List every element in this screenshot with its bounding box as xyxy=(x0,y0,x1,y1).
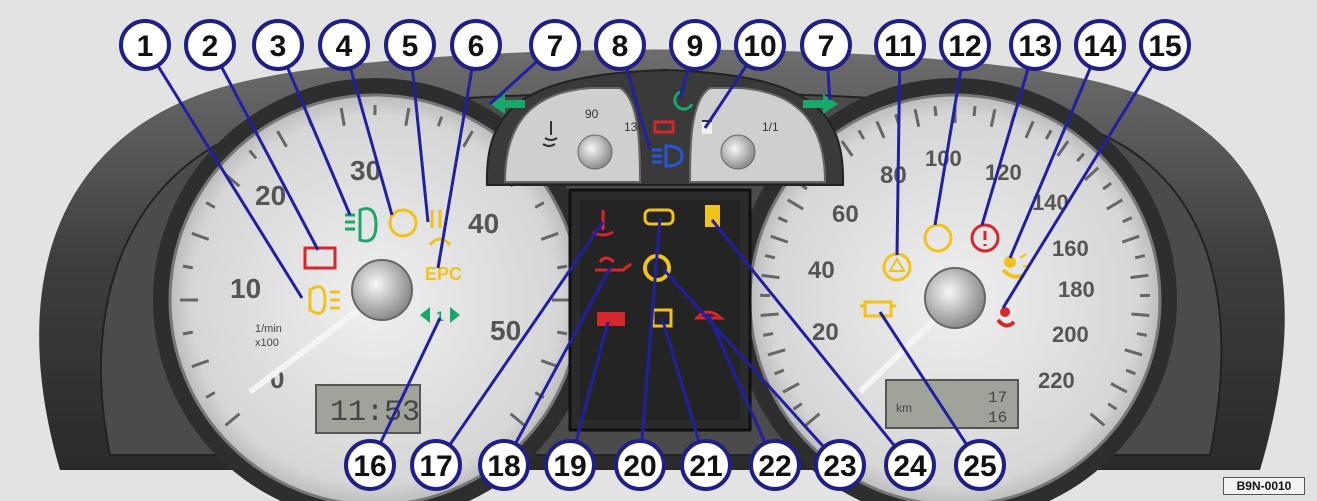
tach-label-20: 20 xyxy=(255,180,286,211)
callout-label: 11 xyxy=(884,30,916,63)
tach-label-50: 50 xyxy=(490,315,521,346)
callout-2: 2 xyxy=(186,21,234,69)
gauge-tick xyxy=(183,332,193,334)
callout-12: 12 xyxy=(941,21,989,69)
callout-22: 22 xyxy=(751,441,799,489)
callout-label: 21 xyxy=(689,450,722,483)
callout-7: 7 xyxy=(802,21,850,69)
gauge-tick xyxy=(183,266,193,268)
temp-hub xyxy=(578,135,612,169)
fuel-mark-full: 1/1 xyxy=(762,120,779,134)
callout-6: 6 xyxy=(452,21,500,69)
fuel-reserve-icon xyxy=(705,205,720,227)
callout-21: 21 xyxy=(682,441,730,489)
callout-label: 18 xyxy=(487,450,520,483)
callout-label: 19 xyxy=(553,450,586,483)
callout-label: 6 xyxy=(468,30,485,63)
speedo-hub xyxy=(925,268,985,328)
speedo-label-200: 200 xyxy=(1052,322,1089,347)
callout-label: 3 xyxy=(270,30,287,63)
temp-mark-90: 90 xyxy=(585,107,599,121)
callout-label: 24 xyxy=(893,450,927,483)
callout-10: 10 xyxy=(736,21,784,69)
callout-13: 13 xyxy=(1011,21,1059,69)
clock-text: 11:53 xyxy=(330,396,420,430)
washer-fluid-icon xyxy=(597,312,625,326)
callout-8: 8 xyxy=(596,21,644,69)
gauge-tick xyxy=(763,334,773,336)
callout-label: 22 xyxy=(758,450,791,483)
callout-label: 1 xyxy=(137,30,154,63)
callout-label: 5 xyxy=(402,30,419,63)
speedo-label-160: 160 xyxy=(1052,236,1089,261)
callout-25: 25 xyxy=(956,441,1004,489)
speedo-label-20: 20 xyxy=(812,319,839,346)
callout-label: 25 xyxy=(963,450,996,483)
odo-line2: 16 xyxy=(988,409,1007,427)
callout-18: 18 xyxy=(480,441,528,489)
callout-14: 14 xyxy=(1076,21,1124,69)
callout-label: 2 xyxy=(202,30,219,63)
callout-17: 17 xyxy=(412,441,460,489)
gauge-tick xyxy=(1131,314,1149,315)
callout-label: 17 xyxy=(419,450,452,483)
figure-code: B9N-0010 xyxy=(1223,477,1305,495)
gauge-tick xyxy=(557,266,567,268)
odo-line1: 17 xyxy=(988,389,1007,407)
callout-label: 14 xyxy=(1083,30,1117,63)
speedo-label-40: 40 xyxy=(808,257,835,284)
callout-label: 12 xyxy=(948,30,981,63)
callout-label: 13 xyxy=(1018,30,1051,63)
callout-11: 11 xyxy=(876,21,924,69)
odo-unit: km xyxy=(896,401,912,415)
tach-unit-line2: x100 xyxy=(255,337,279,349)
gauge-tick xyxy=(557,332,567,334)
speedo-label-80: 80 xyxy=(880,162,907,189)
gauge-tick xyxy=(1137,334,1147,336)
fuel-hub xyxy=(721,135,755,169)
callout-label: 15 xyxy=(1148,30,1181,63)
speedo-label-220: 220 xyxy=(1038,368,1075,393)
tach-unit-line1: 1/min xyxy=(255,323,282,335)
callout-label: 16 xyxy=(353,450,386,483)
speedo-label-120: 120 xyxy=(985,160,1022,185)
callout-label: 7 xyxy=(818,30,835,63)
speedo-label-60: 60 xyxy=(832,201,859,228)
callout-15: 15 xyxy=(1141,21,1189,69)
callout-24: 24 xyxy=(886,441,934,489)
callout-label: 4 xyxy=(336,30,353,63)
callout-label: 7 xyxy=(547,30,564,63)
callout-23: 23 xyxy=(816,441,864,489)
gauge-tick xyxy=(935,106,936,116)
callout-label: 9 xyxy=(687,30,704,63)
gauge-tick xyxy=(974,106,975,116)
callout-5: 5 xyxy=(386,21,434,69)
epc-lamp: EPC xyxy=(425,264,462,284)
callout-7: 7 xyxy=(531,21,579,69)
callout-9: 9 xyxy=(671,21,719,69)
callout-20: 20 xyxy=(616,441,664,489)
callout-label: 20 xyxy=(623,450,656,483)
tach-hub xyxy=(352,260,412,320)
callout-16: 16 xyxy=(346,441,394,489)
speedo-label-180: 180 xyxy=(1058,277,1095,302)
callout-1: 1 xyxy=(121,21,169,69)
gauge-tick xyxy=(761,314,779,315)
callout-4: 4 xyxy=(320,21,368,69)
callout-label: 8 xyxy=(612,30,629,63)
callout-19: 19 xyxy=(546,441,594,489)
callout-label: 10 xyxy=(743,30,776,63)
callout-label: 23 xyxy=(823,450,856,483)
tach-label-10: 10 xyxy=(230,273,261,304)
tach-label-40: 40 xyxy=(468,208,499,239)
callout-3: 3 xyxy=(254,21,302,69)
